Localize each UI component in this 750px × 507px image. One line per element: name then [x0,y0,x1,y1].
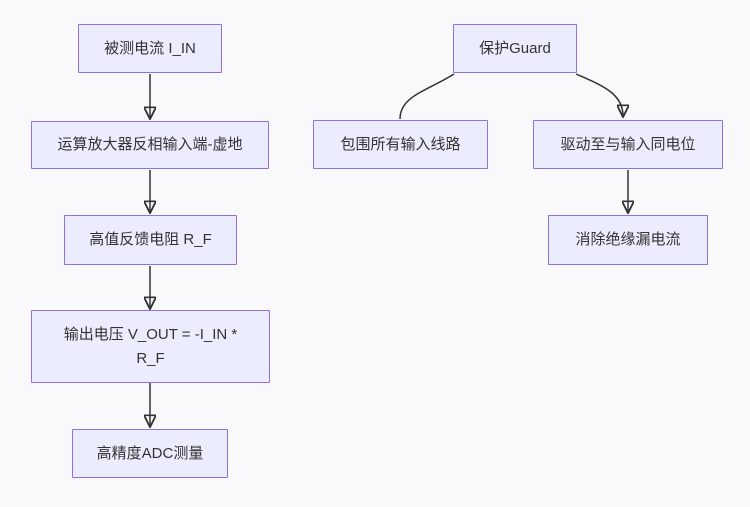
node-feedback-resistor-label: 高值反馈电阻 R_F [89,231,212,248]
node-eliminate-leakage-label: 消除绝缘漏电流 [575,231,681,248]
node-surround-inputs: 包围所有输入线路 [313,120,488,169]
node-measured-current: 被测电流 I_IN [78,24,222,73]
node-guard-label: 保护Guard [479,39,551,57]
node-virtual-ground-label: 运算放大器反相输入端-虚地 [57,136,243,153]
node-drive-potential-label: 驱动至与输入同电位 [560,135,696,153]
node-surround-inputs-label: 包围所有输入线路 [340,135,461,153]
node-output-voltage: 输出电压 V_OUT = -I_IN * R_F [31,310,270,383]
node-eliminate-leakage: 消除绝缘漏电流 [548,215,708,265]
node-feedback-resistor: 高值反馈电阻 R_F [64,215,237,265]
node-measured-current-label: 被测电流 I_IN [104,39,196,57]
node-adc-measurement: 高精度ADC测量 [72,429,228,478]
node-adc-measurement-label: 高精度ADC测量 [96,444,204,462]
node-guard: 保护Guard [453,24,577,73]
node-virtual-ground: 运算放大器反相输入端-虚地 [31,121,269,169]
edge-guard-to-drive-potential [575,73,623,116]
edge-guard-to-surround-inputs [399,73,455,120]
node-drive-potential: 驱动至与输入同电位 [533,120,723,169]
node-output-voltage-label: 输出电压 V_OUT = -I_IN * R_F [63,325,238,367]
